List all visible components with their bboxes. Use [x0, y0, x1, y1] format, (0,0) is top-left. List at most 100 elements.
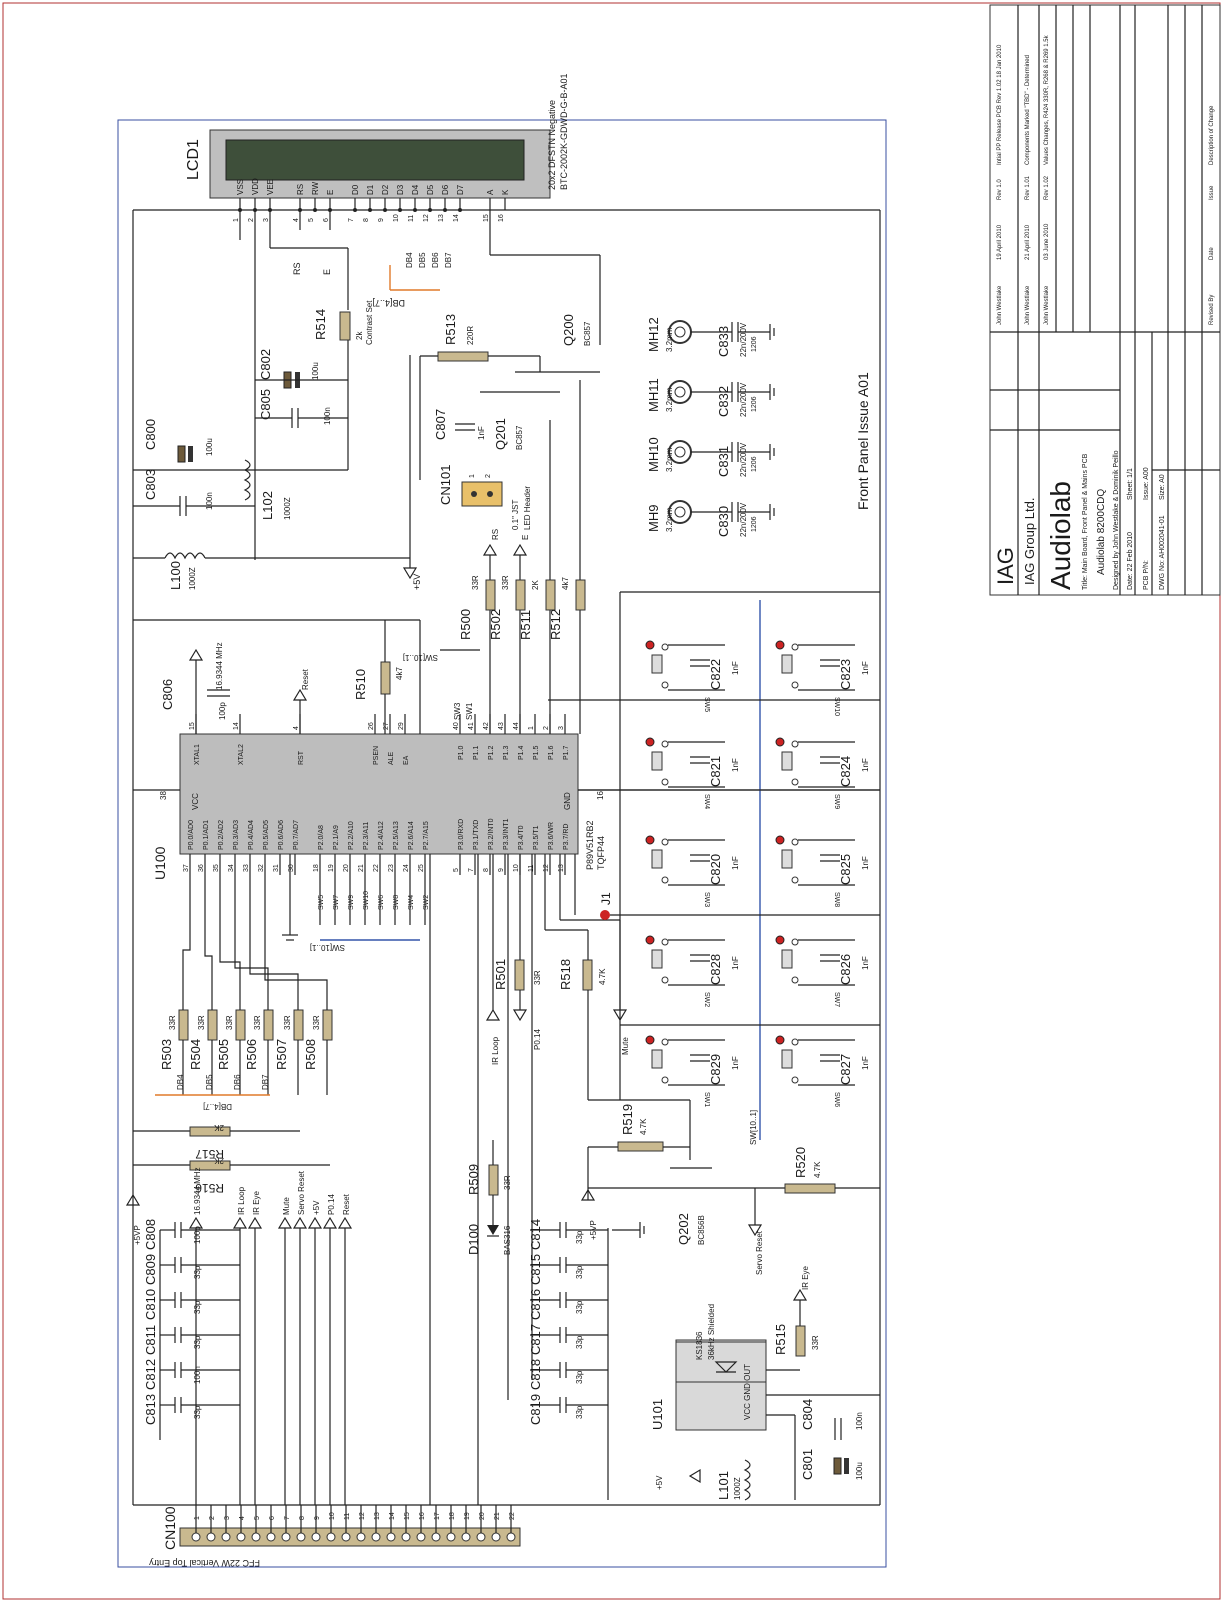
- lcd-pin-label-rw: RW: [311, 181, 320, 195]
- mh-cap-val: 22n/200V: [739, 322, 748, 357]
- mcu-ref: U100: [152, 846, 168, 880]
- mcu-pin-label: RST: [298, 750, 305, 765]
- q200-part: BC857: [583, 321, 592, 346]
- revision-date: 21 April 2010: [1025, 224, 1031, 260]
- lcd-display: LCD1 20x2 DFSTN Negative BTC-2002K-GDWD-…: [185, 73, 569, 222]
- net-mute-mcu: Mute: [621, 1037, 630, 1055]
- mcu-upper-wiring: R510 4k7 C806 100p 16.9344 MHz Reset R50…: [133, 380, 586, 734]
- mcu-pin-number: 12: [543, 864, 550, 872]
- revision-col-header: Revised By: [1209, 295, 1215, 325]
- net-sw3: SW3: [453, 702, 462, 720]
- net-db-top: DB[4..7]: [372, 298, 405, 308]
- mcu-gnd: GND: [563, 792, 572, 810]
- mcu-vcc: VCC: [191, 793, 200, 810]
- net-sw1: SW1: [465, 702, 474, 720]
- mcu-pin-label: P3.3/INT1: [503, 818, 510, 850]
- r515-ref: R515: [773, 1324, 788, 1355]
- junction-dot: [398, 208, 402, 212]
- c800-val: 100u: [205, 438, 214, 456]
- l100-ref: L100: [168, 561, 183, 590]
- mcu-pin-number: 41: [468, 722, 475, 730]
- c805-val: 100n: [323, 407, 332, 425]
- signal-flag-icon: [307, 1216, 323, 1229]
- connector-pin-number: 8: [299, 1516, 306, 1520]
- tb-logo: IAG: [993, 547, 1018, 585]
- switch-cap-ref: C822: [708, 659, 723, 690]
- connector-pin-number: 4: [239, 1516, 246, 1520]
- net-vp-left: +5VP: [133, 1225, 142, 1245]
- mcu-pin-label: P0.4/AD4: [248, 820, 255, 850]
- mcu-pin-label: P2.1/A9: [333, 825, 340, 850]
- switch-ref: SW8: [833, 892, 840, 907]
- lcd-pin-label-k: K: [501, 189, 510, 195]
- mcu-pin-label: P3.7/RD: [563, 824, 570, 850]
- switch-contact: [791, 740, 799, 748]
- lcd-pin-label-a: A: [486, 189, 495, 195]
- mcu-pin-label: P2.3/A11: [363, 822, 370, 850]
- tb-designed: Designed by John Westlake & Dominik Peil…: [1113, 450, 1120, 590]
- mcu-pin-number: 14: [233, 722, 240, 730]
- mounting-hole-inner: [674, 386, 686, 398]
- reset-circuit: R519 4.7K +5VP Q202 BC856B Servo Reset R…: [580, 1104, 880, 1275]
- mcu-pin-number: 10: [513, 864, 520, 872]
- lcd-pin-label-d7: D7: [456, 184, 465, 195]
- lcd-pin-label-vdd: VDD: [251, 178, 260, 195]
- lower-resistor-val: 33R: [312, 1015, 321, 1030]
- lower-resistor-ref: R503: [159, 1039, 174, 1070]
- mcu-pin-number: 25: [418, 864, 425, 872]
- switch-cap-val: 1nF: [731, 856, 740, 870]
- tb-brand: Audiolab: [1045, 481, 1076, 590]
- signal-flag-icon: [232, 1216, 248, 1229]
- bypass-cap-val: 33p: [575, 1230, 584, 1244]
- mcu-sw-net: SW10: [363, 891, 370, 910]
- junction-dot: [353, 208, 357, 212]
- r502-ref: R502: [488, 609, 503, 640]
- c807-val: 1nF: [477, 426, 486, 440]
- mcu-pin-label: P1.7: [563, 745, 570, 760]
- tb-pcb: PCB P/N:: [1143, 560, 1150, 590]
- lower-resistor-val: 33R: [168, 1015, 177, 1030]
- lcd-pin-number: 1: [233, 218, 240, 222]
- lower-resistor-wire: [182, 875, 191, 1010]
- connector-pin-number: 5: [254, 1516, 261, 1520]
- lcd-pin-label-d3: D3: [396, 184, 405, 195]
- mcu-sw-net: SW5: [318, 895, 325, 910]
- signal-flag-icon: [322, 1216, 338, 1229]
- connector-pin-number: 1: [194, 1516, 201, 1520]
- mcu-pin-number: 42: [483, 722, 490, 730]
- switch-ref: SW9: [833, 794, 840, 809]
- switch-cap-val: 1nF: [731, 758, 740, 772]
- connector-pin-number: 9: [314, 1516, 321, 1520]
- revision-issue: Rev 1.01: [1025, 175, 1031, 200]
- connector-pin-number: 11: [344, 1513, 351, 1520]
- r517-ref: R517: [195, 1147, 224, 1161]
- mcu-pin-number: 29: [398, 722, 405, 730]
- tb-product: Audiolab 8200CDQ: [1096, 489, 1107, 575]
- mcu-pin-label: P0.2/AD2: [218, 820, 225, 850]
- connector-pin: [461, 1532, 471, 1542]
- c806-ref: C806: [160, 679, 175, 710]
- lcd-pin-number: 3: [263, 218, 270, 222]
- signal-flag-icon: [292, 1216, 308, 1229]
- revision-col-header: Description of Change: [1209, 105, 1215, 165]
- net-reset-mcu: Reset: [301, 668, 310, 690]
- connector-pin: [431, 1532, 441, 1542]
- lower-resistor-ref: R504: [188, 1039, 203, 1070]
- l102-ref: L102: [260, 491, 275, 520]
- l102-val: 1000Z: [283, 497, 292, 520]
- revision-desc: Intial PP Release PCB Rev 1.02 18 Jan 20…: [997, 44, 1003, 165]
- junction-dot: [413, 208, 417, 212]
- switch-led-icon: [775, 835, 785, 845]
- revision-by: John Westlake: [997, 285, 1003, 325]
- net-db4-top: DB4: [405, 252, 414, 268]
- mcu-pin-label: P1.4: [518, 745, 525, 760]
- mcu-pin-label: XTAL2: [238, 744, 245, 765]
- resistor-body: [263, 1009, 274, 1041]
- mcu-pkg: TQFP44: [596, 836, 606, 870]
- mcu-pin-number: 1: [528, 726, 535, 730]
- revision-desc: Components Marked "TBD" - Determined: [1025, 55, 1031, 165]
- mcu-pin-number: 27: [383, 722, 390, 730]
- r500-val: 33R: [471, 575, 480, 590]
- q201-part: BC857: [515, 425, 524, 450]
- bypass-cap-ref: C818: [528, 1359, 543, 1390]
